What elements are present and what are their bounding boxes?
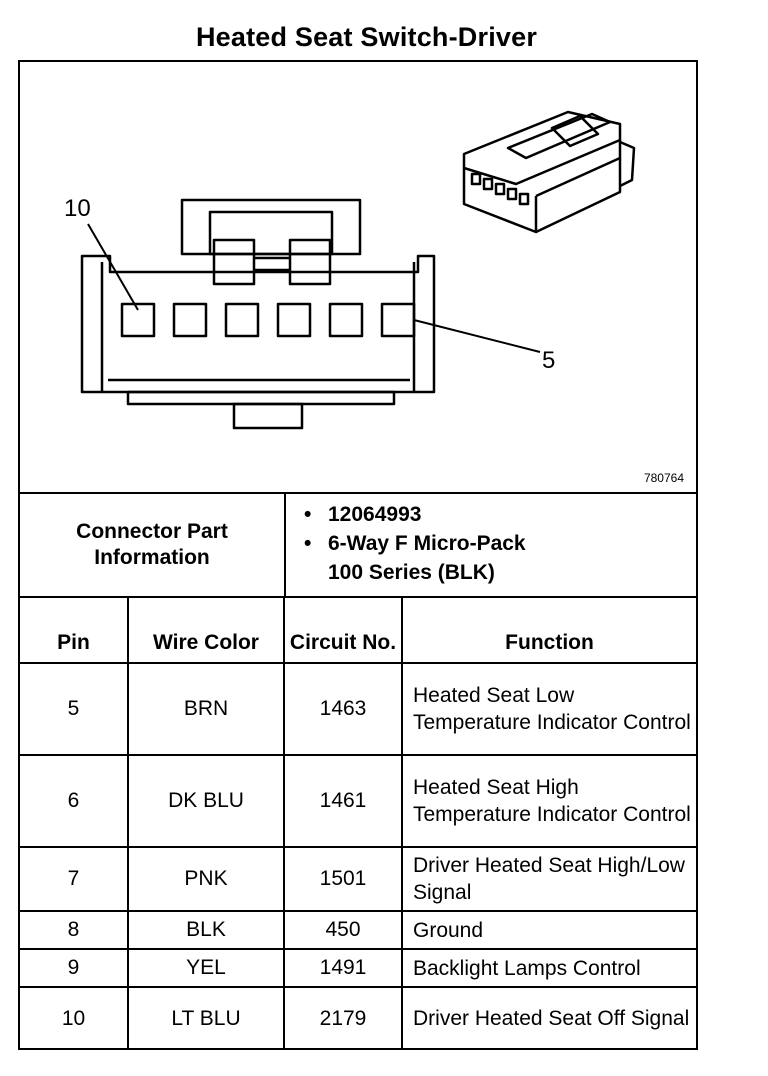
table-row: 5 BRN 1463 Heated Seat Low Temperature I… bbox=[20, 662, 696, 756]
cell-wire-color: PNK bbox=[127, 846, 285, 912]
page-title: Heated Seat Switch-Driver bbox=[195, 22, 538, 52]
table-row: 6 DK BLU 1461 Heated Seat High Temperatu… bbox=[20, 754, 696, 848]
header-pin: Pin bbox=[20, 596, 129, 664]
connector-info-list: 12064993 6-Way F Micro-Pack 100 Series (… bbox=[304, 500, 526, 587]
connector-info-item: 6-Way F Micro-Pack bbox=[304, 529, 526, 558]
table-row: 8 BLK 450 Ground bbox=[20, 910, 696, 950]
cell-function: Heated Seat High Temperature Indicator C… bbox=[401, 754, 696, 848]
callout-pin-5: 5 bbox=[542, 347, 555, 374]
connector-info-item: 100 Series (BLK) bbox=[328, 561, 495, 584]
cell-function: Backlight Lamps Control bbox=[401, 948, 696, 988]
cell-wire-color: YEL bbox=[127, 948, 285, 988]
divider bbox=[284, 494, 286, 596]
divider bbox=[20, 492, 696, 494]
cell-circuit-no: 450 bbox=[283, 910, 403, 950]
header-circuit-no: Circuit No. bbox=[283, 596, 403, 664]
cell-wire-color: LT BLU bbox=[127, 986, 285, 1049]
cell-pin: 5 bbox=[20, 662, 129, 756]
cell-function: Driver Heated Seat High/Low Signal bbox=[401, 846, 696, 912]
connector-diagram: 10 5 bbox=[64, 110, 636, 430]
header-function: Function bbox=[401, 596, 696, 664]
cell-wire-color: BLK bbox=[127, 910, 285, 950]
connector-part-info: Connector Part Information 12064993 6-Wa… bbox=[20, 494, 696, 596]
cell-pin: 10 bbox=[20, 986, 129, 1049]
cell-pin: 6 bbox=[20, 754, 129, 848]
cell-function: Heated Seat Low Temperature Indicator Co… bbox=[401, 662, 696, 756]
connector-info-label: Connector Part Information bbox=[76, 520, 228, 569]
pin-table: Pin Wire Color Circuit No. Function 5 BR… bbox=[20, 596, 696, 1049]
cell-circuit-no: 1461 bbox=[283, 754, 403, 848]
connector-card: 10 5 780764 Connector Part Information 1… bbox=[18, 60, 698, 1050]
callout-pin-10: 10 bbox=[64, 195, 91, 222]
cell-function: Ground bbox=[401, 910, 696, 950]
cell-pin: 7 bbox=[20, 846, 129, 912]
cell-pin: 8 bbox=[20, 910, 129, 950]
cell-circuit-no: 2179 bbox=[283, 986, 403, 1049]
cell-function: Driver Heated Seat Off Signal bbox=[401, 986, 696, 1049]
cell-pin: 9 bbox=[20, 948, 129, 988]
header-wire-color: Wire Color bbox=[127, 596, 285, 664]
table-row: 10 LT BLU 2179 Driver Heated Seat Off Si… bbox=[20, 986, 696, 1049]
cell-wire-color: BRN bbox=[127, 662, 285, 756]
table-row: 7 PNK 1501 Driver Heated Seat High/Low S… bbox=[20, 846, 696, 912]
diagram-part-number: 780764 bbox=[643, 471, 684, 485]
cell-circuit-no: 1463 bbox=[283, 662, 403, 756]
cell-wire-color: DK BLU bbox=[127, 754, 285, 848]
table-row: 9 YEL 1491 Backlight Lamps Control bbox=[20, 948, 696, 988]
cell-circuit-no: 1501 bbox=[283, 846, 403, 912]
connector-info-item: 12064993 bbox=[304, 500, 526, 529]
cell-circuit-no: 1491 bbox=[283, 948, 403, 988]
table-header-row: Pin Wire Color Circuit No. Function bbox=[20, 596, 696, 664]
